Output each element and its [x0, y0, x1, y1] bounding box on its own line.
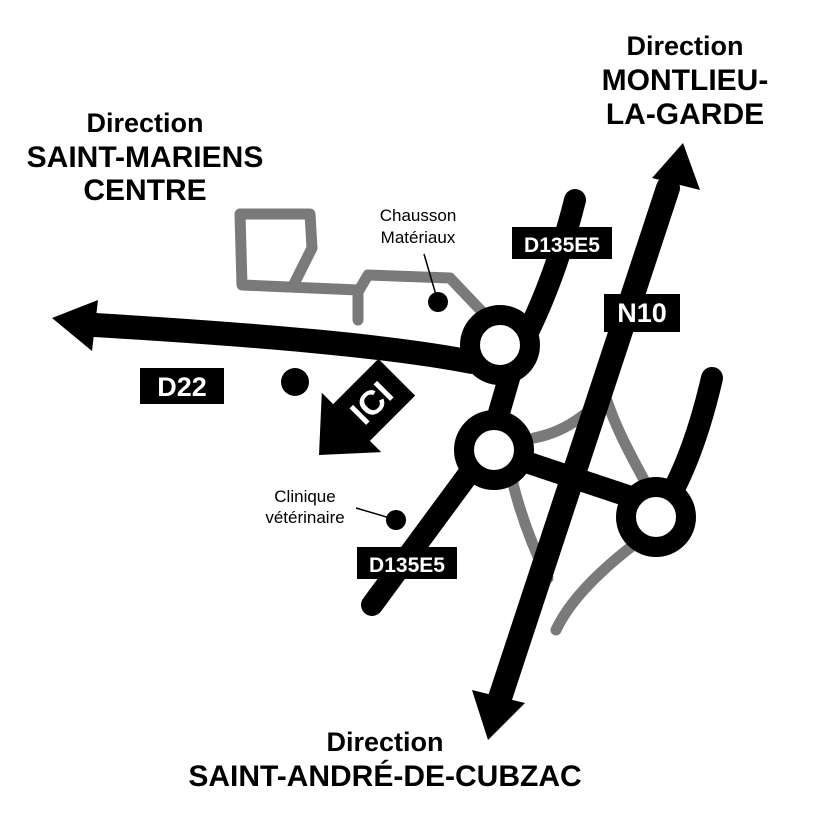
- shield-d22: D22: [140, 368, 224, 404]
- poi-clinique-marker: [386, 510, 406, 530]
- poi-chausson-line2: Matériaux: [381, 228, 456, 247]
- poi-chausson-line1: Chausson: [380, 206, 457, 225]
- shield-n10: N10: [604, 294, 680, 332]
- direction-south-prefix: Direction: [326, 727, 443, 757]
- major-roads: [83, 176, 723, 710]
- shield-d135e5-north: D135E5: [512, 227, 612, 259]
- shield-d135e5-south-label: D135E5: [369, 554, 445, 577]
- direction-northwest-prefix: Direction: [86, 108, 203, 138]
- direction-northeast: Direction MONTLIEU- LA-GARDE: [602, 31, 769, 131]
- shield-d22-label: D22: [157, 372, 207, 402]
- here-marker: ICI: [318, 358, 416, 456]
- poi-clinique-line2: vétérinaire: [265, 508, 344, 527]
- poi-clinique-line1: Clinique: [274, 487, 335, 506]
- direction-northeast-line1: MONTLIEU-: [602, 64, 769, 97]
- direction-northeast-prefix: Direction: [626, 31, 743, 61]
- minor-ramp-east-lower: [550, 534, 646, 636]
- minor-ramp-east-upper: [600, 392, 656, 498]
- direction-northwest-line1: SAINT-MARIENS: [27, 141, 264, 174]
- poi-chausson: Chausson Matériaux: [380, 206, 457, 312]
- arrow-west-d22: [52, 300, 98, 351]
- direction-northwest-line2: CENTRE: [83, 174, 206, 207]
- road-n10: [488, 176, 680, 710]
- arrow-south-n10: [472, 690, 525, 740]
- road-d22: [83, 313, 484, 374]
- road-d135e5-south: [361, 461, 481, 616]
- arrow-north-n10: [652, 143, 700, 190]
- shield-d135e5-south: D135E5: [357, 547, 457, 579]
- roundabout-middle: [454, 410, 534, 490]
- roundabout-east: [616, 477, 696, 557]
- direction-northeast-line2: LA-GARDE: [606, 98, 764, 131]
- direction-south-line1: SAINT-ANDRÉ-DE-CUBZAC: [188, 759, 581, 793]
- here-location-dot: [281, 368, 309, 396]
- roundabout-north: [460, 305, 540, 385]
- minor-road-chausson-access: [352, 269, 494, 324]
- minor-road-parking-loop: [234, 208, 364, 326]
- direction-northwest: Direction SAINT-MARIENS CENTRE: [27, 108, 264, 207]
- poi-clinique: Clinique vétérinaire: [265, 487, 406, 530]
- shield-n10-label: N10: [617, 298, 667, 328]
- shield-d135e5-north-label: D135E5: [524, 234, 600, 257]
- direction-south: Direction SAINT-ANDRÉ-DE-CUBZAC: [188, 727, 581, 793]
- poi-chausson-marker: [428, 292, 448, 312]
- roundabouts: [454, 305, 696, 557]
